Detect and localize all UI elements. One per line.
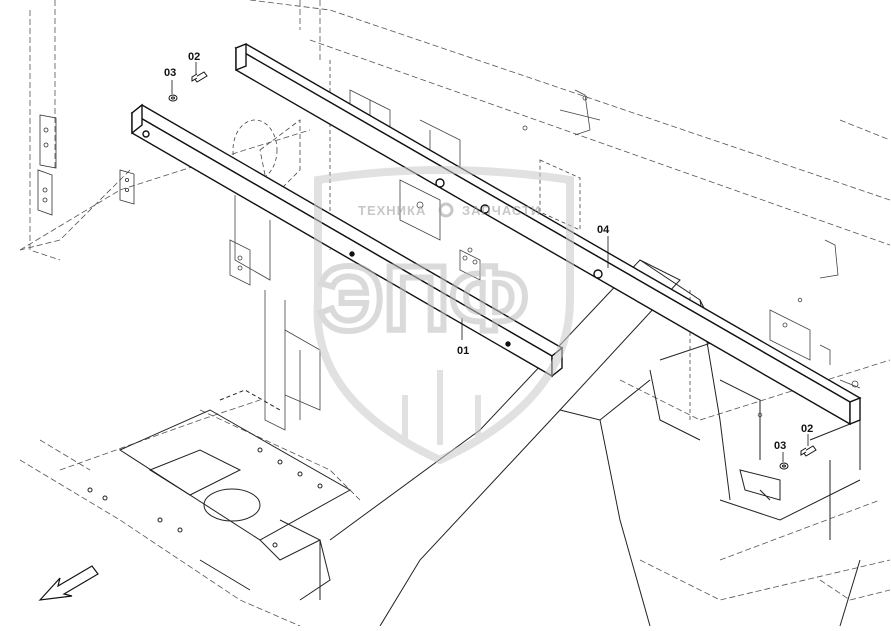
direction-arrow-icon [38, 565, 99, 601]
watermark-text-left: ТЕХНИКА [358, 203, 426, 218]
callout-04: 04 [597, 224, 610, 236]
washer-part-03-right[interactable] [779, 462, 789, 470]
beam-part-04[interactable] [234, 42, 862, 426]
leader-lines [171, 62, 809, 462]
gear-icon [438, 202, 454, 218]
callout-02-left: 02 [188, 51, 200, 63]
callout-01: 01 [457, 345, 469, 357]
left-bracket [37, 114, 135, 216]
beam-part-01[interactable] [130, 103, 564, 378]
callout-02-right: 02 [801, 423, 813, 435]
right-wall-details [574, 89, 861, 420]
watermark-emblem: ЭПФ [318, 248, 528, 350]
washer-part-03-left[interactable] [168, 94, 178, 102]
watermark-text-right: ЗАПЧАСТИ [462, 203, 541, 218]
callout-03-right: 03 [774, 440, 786, 452]
watermark-shield: ТЕХНИКА ЗАПЧАСТИ ЭПФ [313, 166, 574, 465]
floor-plate [87, 389, 352, 601]
bolt-part-02-right[interactable] [800, 445, 817, 457]
callout-03-left: 03 [164, 67, 176, 79]
background-frame [19, 0, 891, 627]
bolt-part-02-left[interactable] [191, 71, 208, 83]
wheat-icon [402, 370, 481, 445]
cab-wall-details [229, 60, 601, 431]
